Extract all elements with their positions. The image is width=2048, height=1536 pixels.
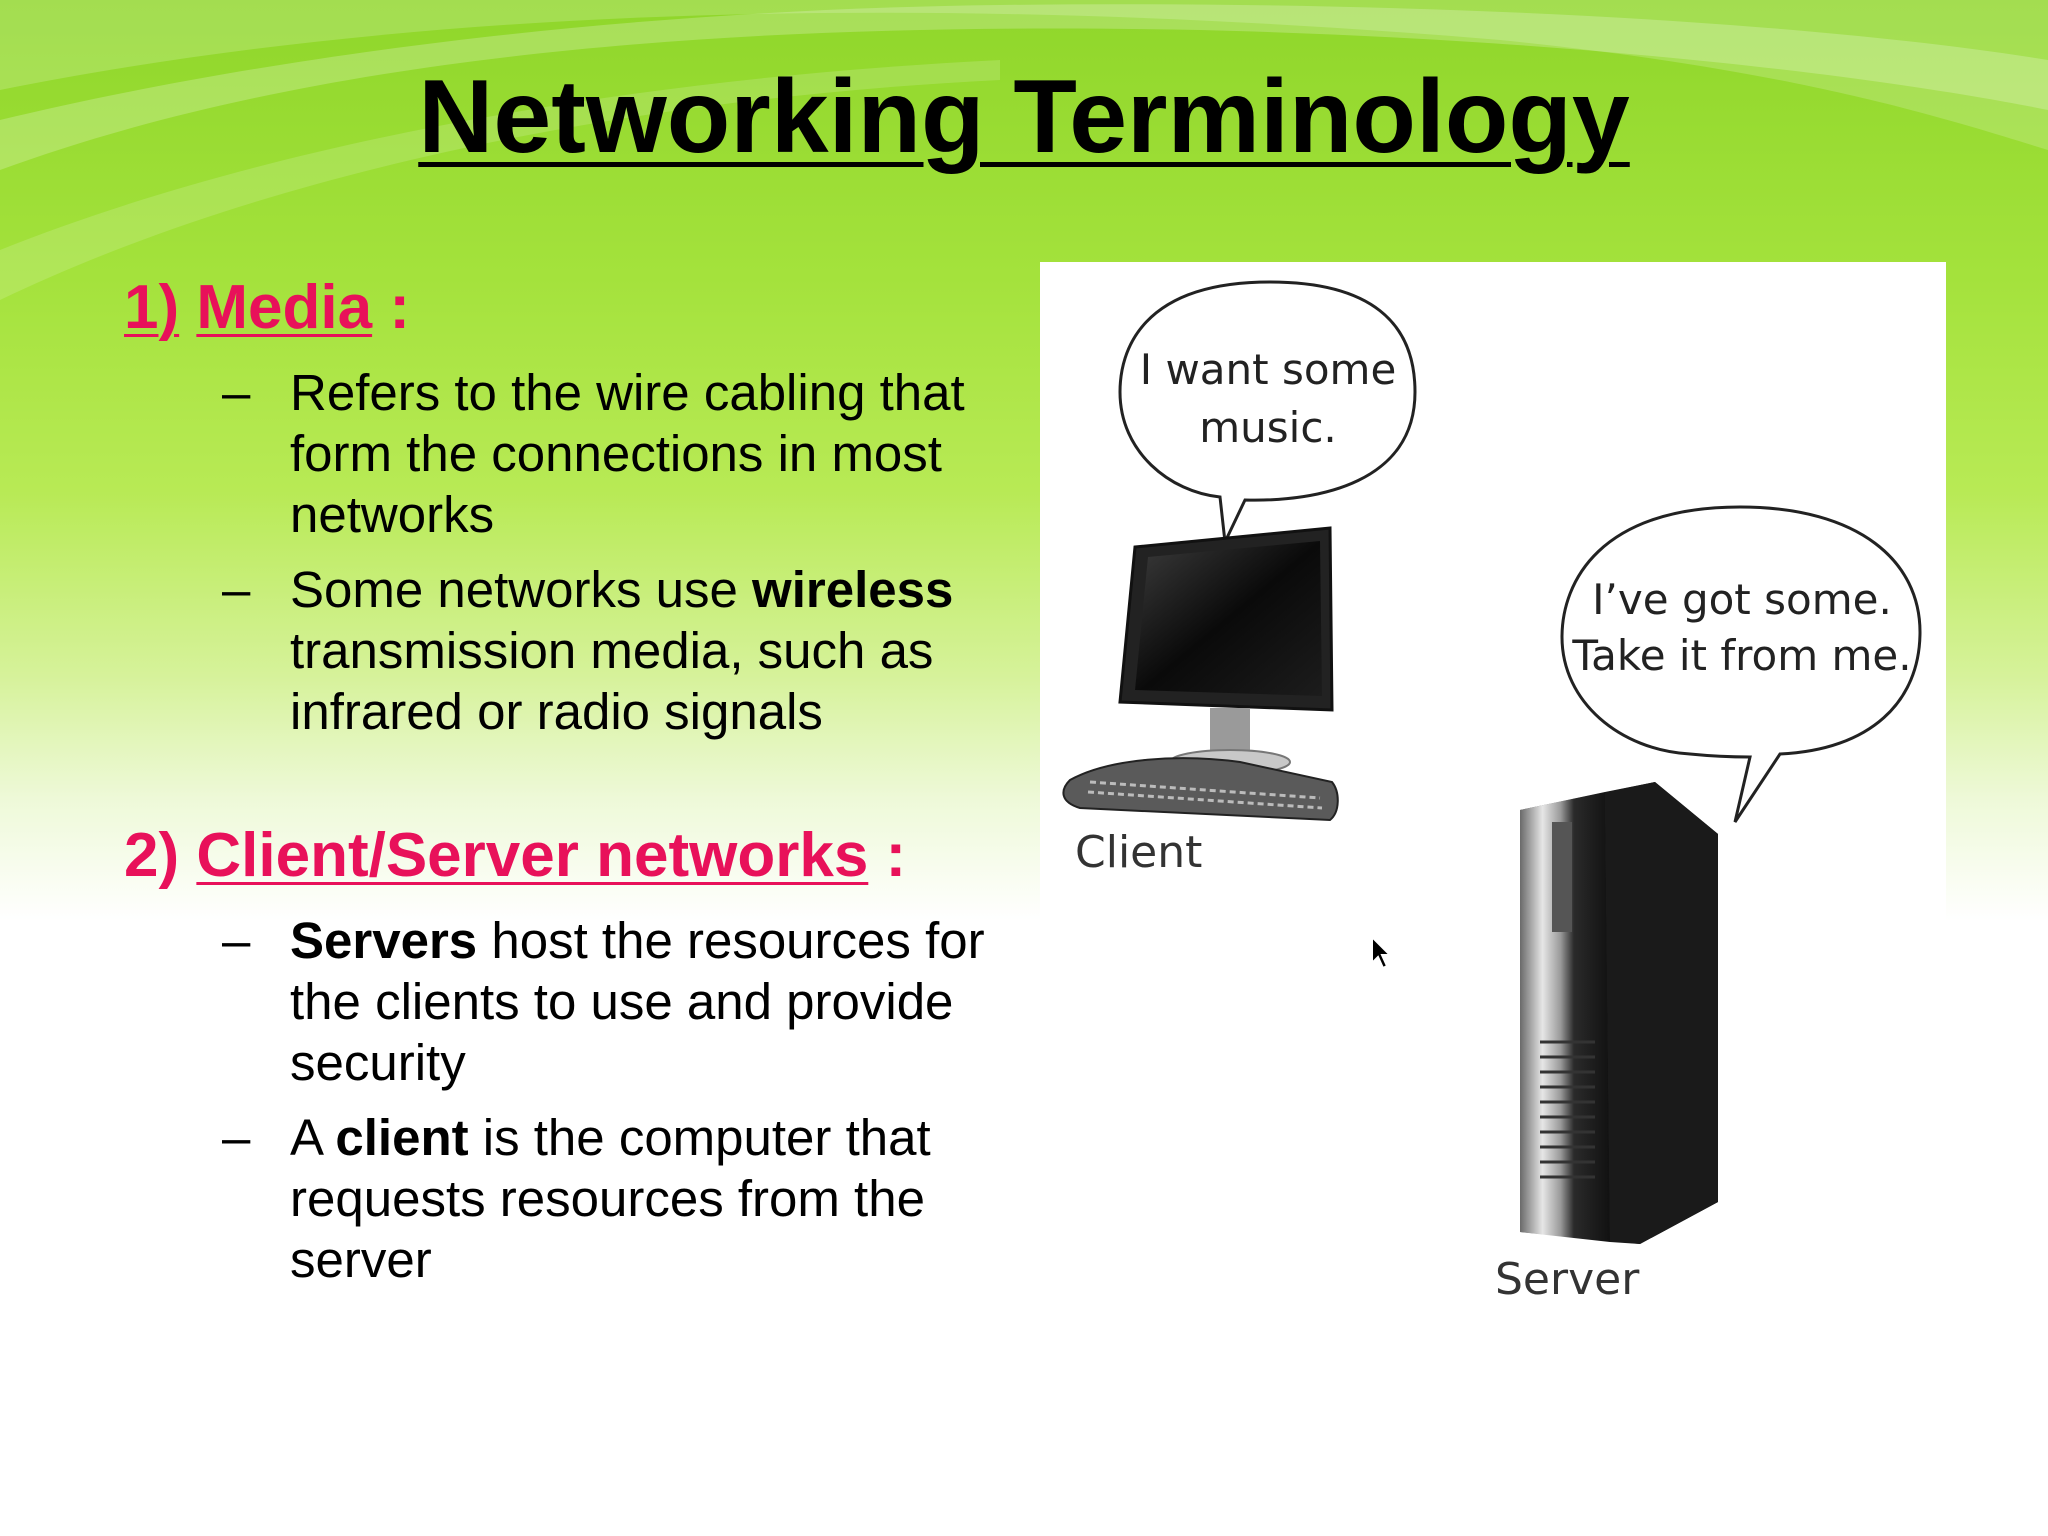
client-monitor-icon — [1118, 526, 1334, 775]
list-item: – Some networks use wireless transmissio… — [222, 559, 1002, 742]
section-label: Media — [196, 273, 373, 342]
client-bubble-line1: I want some — [1140, 345, 1397, 394]
bullet-text: Refers to the wire cabling that form the… — [290, 364, 965, 543]
server-tower-icon — [1520, 782, 1718, 1244]
bullet-text: host the resources for the clients to us… — [290, 912, 985, 1091]
bullet-text: transmission media, such as infrared or … — [290, 622, 934, 740]
client-keyboard-icon — [1062, 757, 1339, 822]
bullet-keyword: Servers — [290, 912, 478, 969]
client-bubble-line2: music. — [1199, 403, 1337, 452]
bullet-keyword: wireless — [752, 561, 954, 618]
dash-marker: – — [222, 364, 251, 421]
section-colon: : — [389, 273, 410, 342]
server-bubble-line2: Take it from me. — [1571, 631, 1911, 680]
list-item: – Servers host the resources for the cli… — [222, 910, 1002, 1093]
section-heading-media: 1) Media : — [124, 272, 410, 343]
section-colon: : — [885, 821, 907, 890]
list-item: – A client is the computer that requests… — [222, 1107, 1002, 1290]
background-swoosh — [0, 0, 2048, 300]
server-bubble-line1: I’ve got some. — [1592, 575, 1892, 624]
client-server-bullet-list: – Servers host the resources for the cli… — [222, 910, 1002, 1304]
dash-marker: – — [222, 1109, 251, 1166]
list-item: – Refers to the wire cabling that form t… — [222, 362, 1002, 545]
section-number: 1) — [124, 273, 180, 342]
client-speech-bubble: I want some music. — [1118, 280, 1417, 548]
client-server-illustration: I want some music. I’ve got some. Take i… — [1040, 262, 1946, 1322]
bullet-text: A — [290, 1109, 336, 1166]
bullet-text: Some networks use — [290, 561, 753, 618]
section-number: 2) — [124, 821, 180, 890]
bullet-text: is the computer that requests resources … — [290, 1109, 931, 1288]
server-speech-bubble: I’ve got some. Take it from me. — [1560, 505, 1922, 823]
client-label: Client — [1075, 827, 1202, 878]
media-bullet-list: – Refers to the wire cabling that form t… — [222, 362, 1002, 756]
dash-marker: – — [222, 912, 251, 969]
bullet-keyword: client — [335, 1109, 469, 1166]
slide-title: Networking Terminology — [418, 59, 1630, 175]
server-label: Server — [1495, 1254, 1640, 1305]
section-label: Client/Server networks — [196, 821, 869, 890]
dash-marker: – — [222, 561, 251, 618]
section-heading-client-server: 2) Client/Server networks : — [124, 820, 906, 891]
mouse-pointer-icon — [1371, 935, 1393, 970]
